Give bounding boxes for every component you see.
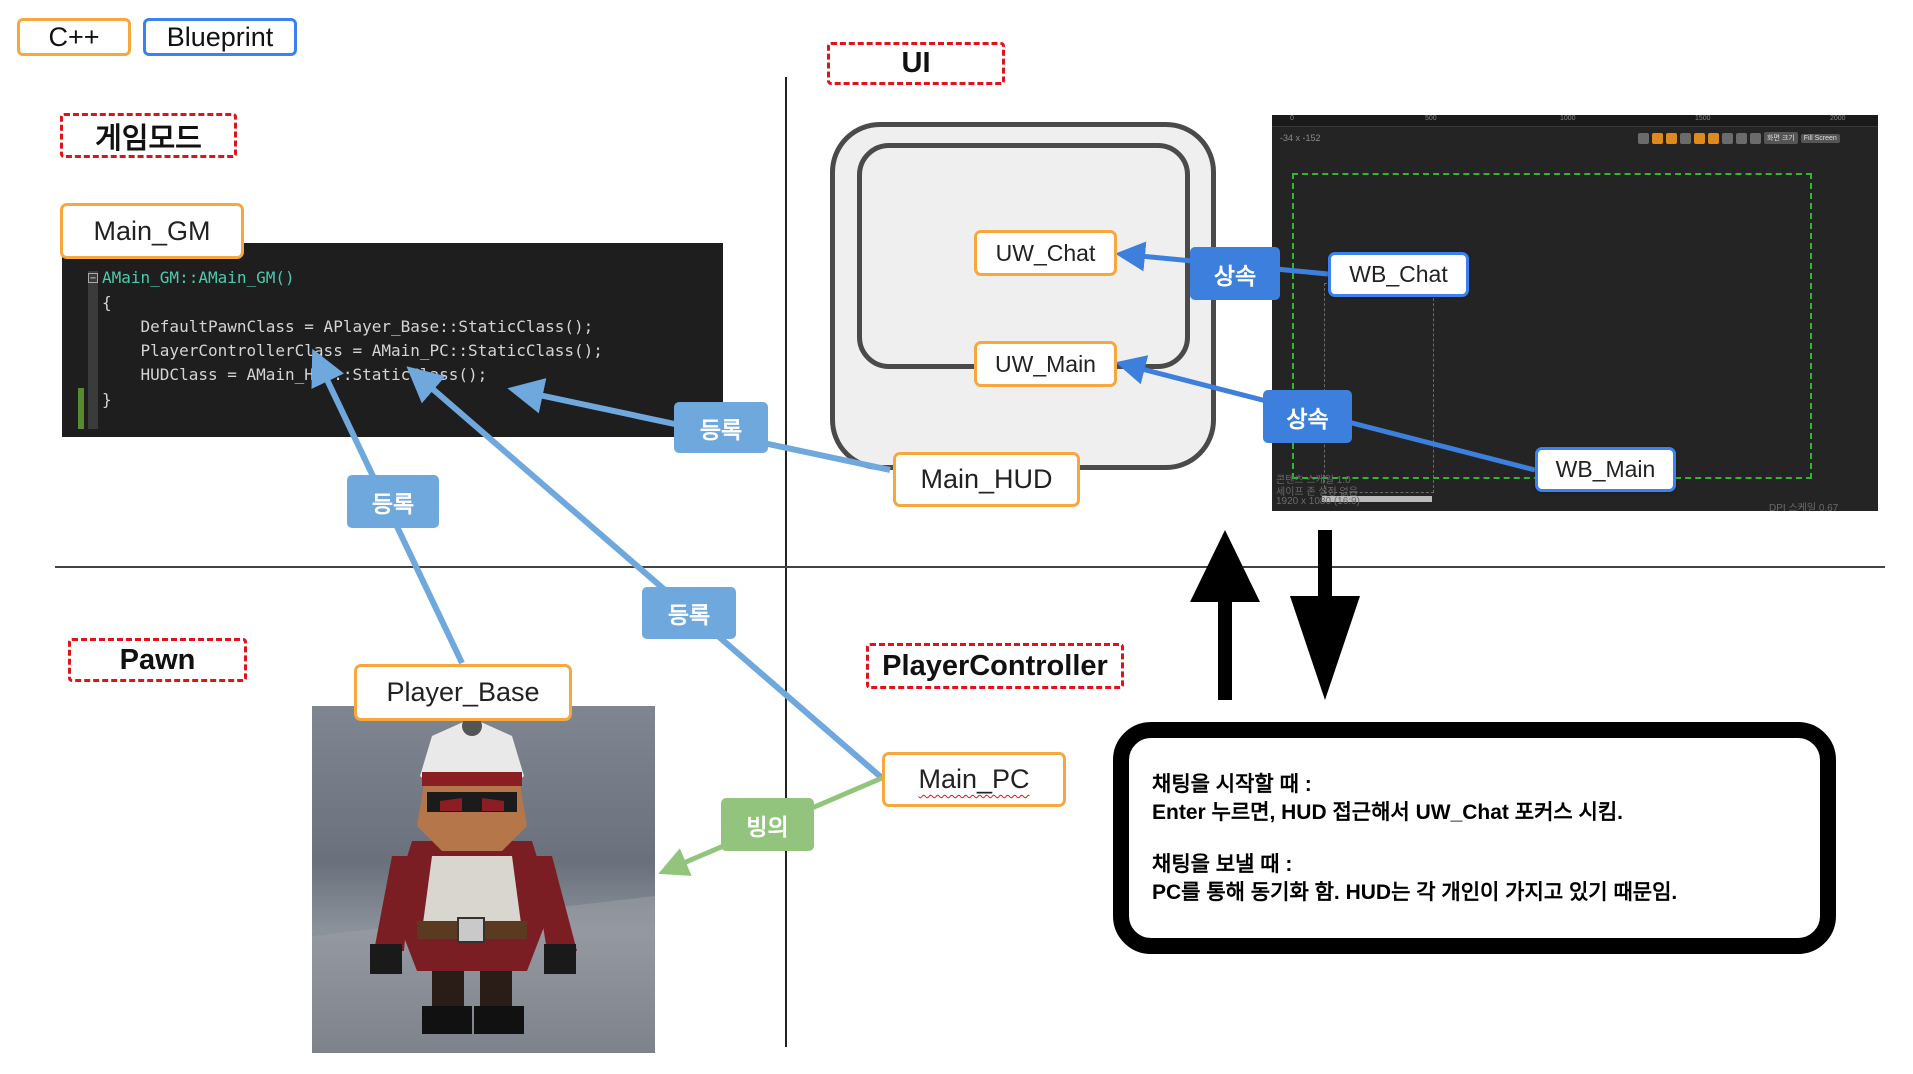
toolbar-btn[interactable] xyxy=(1666,132,1677,144)
editor-ruler-1500: 1500 xyxy=(1695,115,1711,122)
code-line-3: DefaultPawnClass = APlayer_Base::StaticC… xyxy=(102,317,594,336)
tag-inherit-main: 상속 xyxy=(1263,390,1352,443)
editor-ruler-2000: 2000 xyxy=(1830,115,1846,122)
note-send-body: PC를 통해 동기화 함. HUD는 각 개인이 가지고 있기 때문임. xyxy=(1152,881,1678,904)
toolbar-fill-screen[interactable]: Fill Screen xyxy=(1800,133,1840,143)
editor-status-scale: 콘텐츠 스케일 1.0 xyxy=(1276,475,1351,486)
note-start-title: 채팅을 시작할 때 : xyxy=(1152,773,1312,796)
divider-horizontal xyxy=(55,566,1885,568)
player-character-render xyxy=(312,706,655,1053)
editor-ruler-1000: 1000 xyxy=(1560,115,1576,122)
tag-register-hud: 등록 xyxy=(674,402,768,453)
widget-editor-screenshot: 0 500 1000 1500 2000 -34 x -152 화면 크기 Fi… xyxy=(1272,115,1878,511)
legend-cpp: C++ xyxy=(17,18,131,56)
character-figure xyxy=(312,716,655,1053)
node-main-gm[interactable]: Main_GM xyxy=(60,203,244,259)
node-main-pc[interactable]: Main_PC xyxy=(882,752,1066,807)
code-panel: − AMain_GM::AMain_GM() { DefaultPawnClas… xyxy=(62,243,723,437)
toolbar-screen-size[interactable]: 화면 크기 xyxy=(1764,132,1798,144)
toolbar-btn[interactable] xyxy=(1638,132,1649,144)
tag-register-pawn: 등록 xyxy=(347,475,439,528)
code-line-1: AMain_GM::AMain_GM() xyxy=(102,268,295,287)
editor-ruler-500: 500 xyxy=(1425,115,1437,122)
node-wb-main[interactable]: WB_Main xyxy=(1535,447,1676,492)
node-wb-chat[interactable]: WB_Chat xyxy=(1328,252,1469,297)
divider-vertical xyxy=(785,77,787,1047)
editor-status-safe-zone: 세이프 존 설정 없음 xyxy=(1276,487,1358,498)
editor-ruler xyxy=(1272,115,1878,127)
section-ui: UI xyxy=(827,42,1005,85)
node-uw-main[interactable]: UW_Main xyxy=(974,341,1117,387)
editor-chat-input-bar xyxy=(1322,496,1432,502)
arrow-register-pc xyxy=(406,366,884,781)
code-change-marker xyxy=(78,388,84,429)
editor-toolbar[interactable]: 화면 크기 Fill Screen xyxy=(1638,131,1872,145)
node-main-hud[interactable]: Main_HUD xyxy=(893,452,1080,507)
chat-flow-note xyxy=(1113,722,1836,954)
note-start-body: Enter 누르면, HUD 접근해서 UW_Chat 포커스 시킴. xyxy=(1152,801,1624,824)
node-uw-chat[interactable]: UW_Chat xyxy=(974,230,1117,276)
code-fold-icon[interactable]: − xyxy=(88,273,98,284)
code-line-6: } xyxy=(102,390,112,409)
section-gamemode: 게임모드 xyxy=(60,113,237,158)
toolbar-btn[interactable] xyxy=(1736,132,1747,144)
editor-ruler-0: 0 xyxy=(1290,115,1294,122)
toolbar-btn[interactable] xyxy=(1652,132,1663,144)
section-pawn: Pawn xyxy=(68,638,247,682)
tag-inherit-chat: 상속 xyxy=(1190,247,1280,300)
tag-register-pc: 등록 xyxy=(642,587,736,639)
section-playercontroller: PlayerController xyxy=(866,643,1124,689)
sync-arrow-up xyxy=(1190,530,1260,700)
editor-dpi-scale: DPI 스케일 0.67 xyxy=(1769,503,1839,511)
toolbar-btn[interactable] xyxy=(1680,132,1691,144)
tag-possess: 빙의 xyxy=(721,798,814,851)
code-line-2: { xyxy=(102,293,112,312)
node-player-base[interactable]: Player_Base xyxy=(354,664,572,721)
toolbar-btn[interactable] xyxy=(1694,132,1705,144)
sync-arrow-down xyxy=(1290,530,1360,700)
toolbar-btn[interactable] xyxy=(1750,132,1761,144)
code-line-4: PlayerControllerClass = AMain_PC::Static… xyxy=(102,341,603,360)
note-send-title: 채팅을 보낼 때 : xyxy=(1152,853,1293,876)
toolbar-btn[interactable] xyxy=(1722,132,1733,144)
editor-coord-readout: -34 x -152 xyxy=(1280,133,1321,143)
legend-blueprint: Blueprint xyxy=(143,18,297,56)
code-gutter xyxy=(88,271,98,429)
toolbar-btn[interactable] xyxy=(1708,132,1719,144)
editor-status-resolution: 1920 x 1080 (16:9) xyxy=(1276,496,1360,507)
